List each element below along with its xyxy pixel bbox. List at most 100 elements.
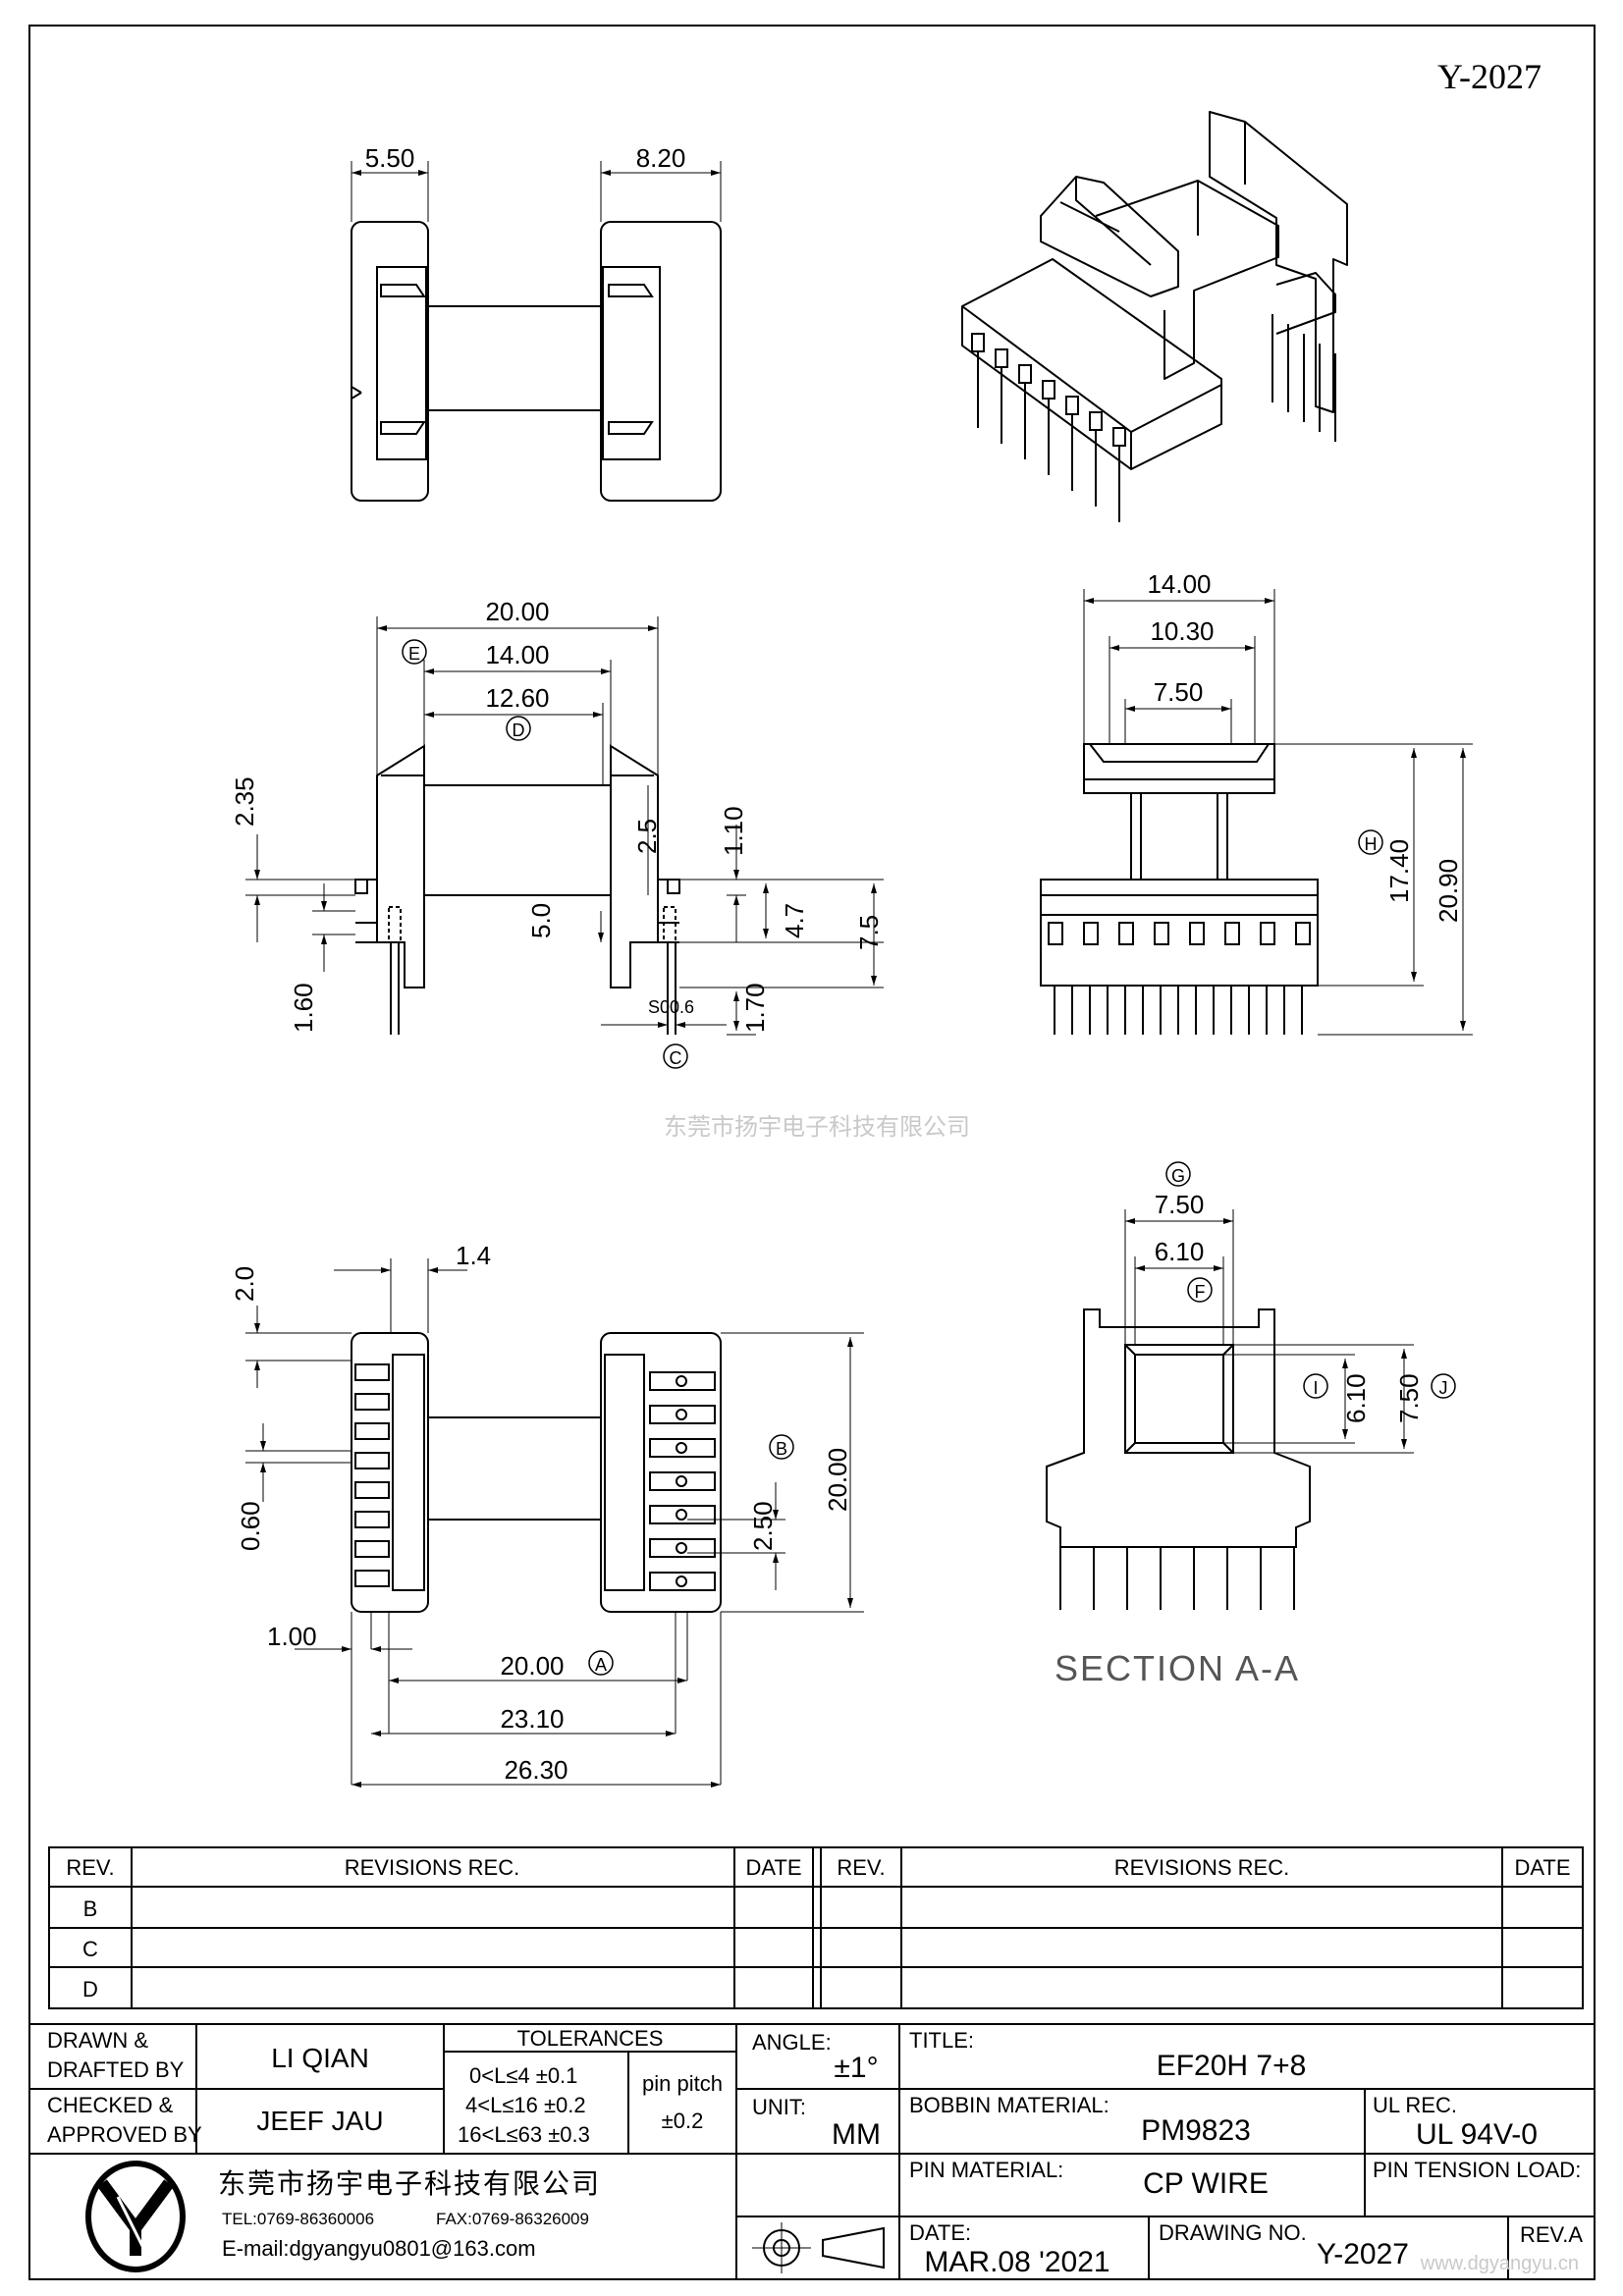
drawn-label-1: DRAWN & [47,2028,148,2053]
ul-rec-value: UL 94V-0 [1416,2118,1538,2151]
revision-table [48,1846,1584,2009]
side-pin-slot [1295,922,1311,945]
angle-value: ±1° [834,2052,878,2084]
bottom-pin-dot [676,1475,687,1487]
iso-pin-tab [1065,396,1079,415]
dim-section-7-50-v: 7.50 [1394,1373,1424,1423]
rec-header-right: REVISIONS REC. [1114,1855,1289,1880]
dim-front-pin: S00.6 [648,997,694,1017]
dim-front-4-7: 4.7 [780,903,809,938]
bottom-pin-dot [676,1409,687,1420]
dim-bottom-20-00-a: 20.00 [500,1651,564,1681]
bobbin-material-value: PM9823 [1141,2114,1251,2147]
tol-row-1: 0<L≤4 ±0.1 [469,2063,577,2088]
bottom-slot-right [649,1471,716,1491]
bottom-slot-left [354,1511,390,1528]
side-pin-slot [1224,922,1240,945]
pin-material-label: PIN MATERIAL: [909,2158,1063,2182]
checked-label-2: APPROVED BY [47,2122,202,2147]
bottom-slot-left [354,1393,390,1411]
top-view [351,161,722,502]
side-view-pins [1048,922,1311,1035]
bottom-pin-dot [676,1542,687,1554]
rev-row-b: B [83,1896,98,1921]
bottom-slot-right [649,1572,716,1591]
dim-front-1-10: 1.10 [719,806,748,856]
company-fax: FAX:0769-86326009 [436,2210,589,2228]
pin-pitch-label: pin pitch [642,2071,723,2096]
tol-row-2: 4<L≤16 ±0.2 [465,2093,586,2117]
checked-label-1: CHECKED & [47,2093,174,2117]
iso-pins-right [1271,314,1336,442]
bottom-view-slots [354,1363,716,1591]
dim-bottom-2-0: 2.0 [230,1266,259,1302]
iso-pin-tab [1089,411,1103,431]
iso-pins-left [971,333,1126,522]
dim-top-5-50: 5.50 [365,143,415,173]
bottom-pin-dot [676,1575,687,1587]
dim-bottom-2-50: 2.50 [748,1501,778,1551]
iso-pin-tab [1042,380,1055,400]
rev-row-d: D [82,1977,98,2002]
projection-symbol-icon [752,2222,885,2273]
company-tel: TEL:0769-86360006 [222,2210,374,2228]
dim-section-6-10: 6.10 [1155,1237,1205,1266]
label-b: B [776,1439,787,1459]
bottom-slot-right [649,1405,716,1424]
dim-front-2-5: 2.5 [632,819,662,854]
bottom-slot-right [649,1438,716,1458]
bottom-slot-left [354,1570,390,1587]
rev-header-left: REV. [66,1855,114,1880]
dim-bottom-0-60: 0.60 [236,1501,265,1551]
dim-bottom-20-00-b: 20.00 [823,1448,852,1512]
iso-pin-tab [995,348,1008,368]
label-e: E [408,644,420,664]
bottom-slot-left [354,1452,390,1469]
bottom-slot-right [649,1371,716,1391]
pin-pitch-tol: ±0.2 [662,2109,704,2133]
bottom-slot-left [354,1422,390,1440]
watermark-company: 东莞市扬宇电子科技有限公司 [664,1114,970,1141]
dim-side-17-40: 17.40 [1384,839,1414,903]
bottom-pin-dot [676,1375,687,1387]
dim-front-1-70: 1.70 [740,983,770,1033]
pin-tension-label: PIN TENSION LOAD: [1373,2158,1581,2182]
bottom-slot-left [354,1481,390,1499]
bottom-view [245,1258,864,1788]
side-pin-slot [1118,922,1134,945]
section-caption: SECTION A-A [1055,1648,1300,1688]
dim-front-12-60: 12.60 [485,683,549,713]
ul-rec-label: UL REC. [1373,2093,1457,2117]
label-a: A [595,1655,607,1675]
title-label: TITLE: [909,2028,974,2053]
dim-bottom-26-30: 26.30 [504,1755,568,1785]
iso-pin-tab [1018,364,1032,384]
section-view-pins [1059,1547,1295,1610]
bottom-slot-left [354,1540,390,1558]
date-value: MAR.08 '2021 [924,2246,1109,2278]
unit-label: UNIT: [752,2095,806,2119]
drawn-label-2: DRAFTED BY [47,2057,185,2082]
label-j: J [1439,1378,1448,1398]
angle-label: ANGLE: [752,2030,832,2055]
dim-section-6-10-v: 6.10 [1341,1373,1371,1423]
label-d: D [513,721,525,740]
dim-bottom-23-10: 23.10 [500,1704,564,1734]
bottom-slot-right [649,1505,716,1524]
dim-front-20-00: 20.00 [485,597,549,626]
side-pin-slot [1154,922,1169,945]
tolerances-label: TOLERANCES [517,2026,664,2051]
dim-side-10-30: 10.30 [1150,616,1214,646]
side-view [1040,589,1473,1036]
dim-front-2-35: 2.35 [230,776,259,827]
bottom-pin-dot [676,1442,687,1454]
dim-top-8-20: 8.20 [636,143,686,173]
date-header-left: DATE [745,1855,801,1880]
title-value: EF20H 7+8 [1157,2050,1307,2082]
side-pin-slot [1189,922,1205,945]
bottom-pin-dot [676,1509,687,1521]
drawing-no-value: Y-2027 [1317,2238,1409,2270]
iso-pin-tab [971,333,985,352]
dim-bottom-1-00: 1.00 [267,1622,317,1651]
